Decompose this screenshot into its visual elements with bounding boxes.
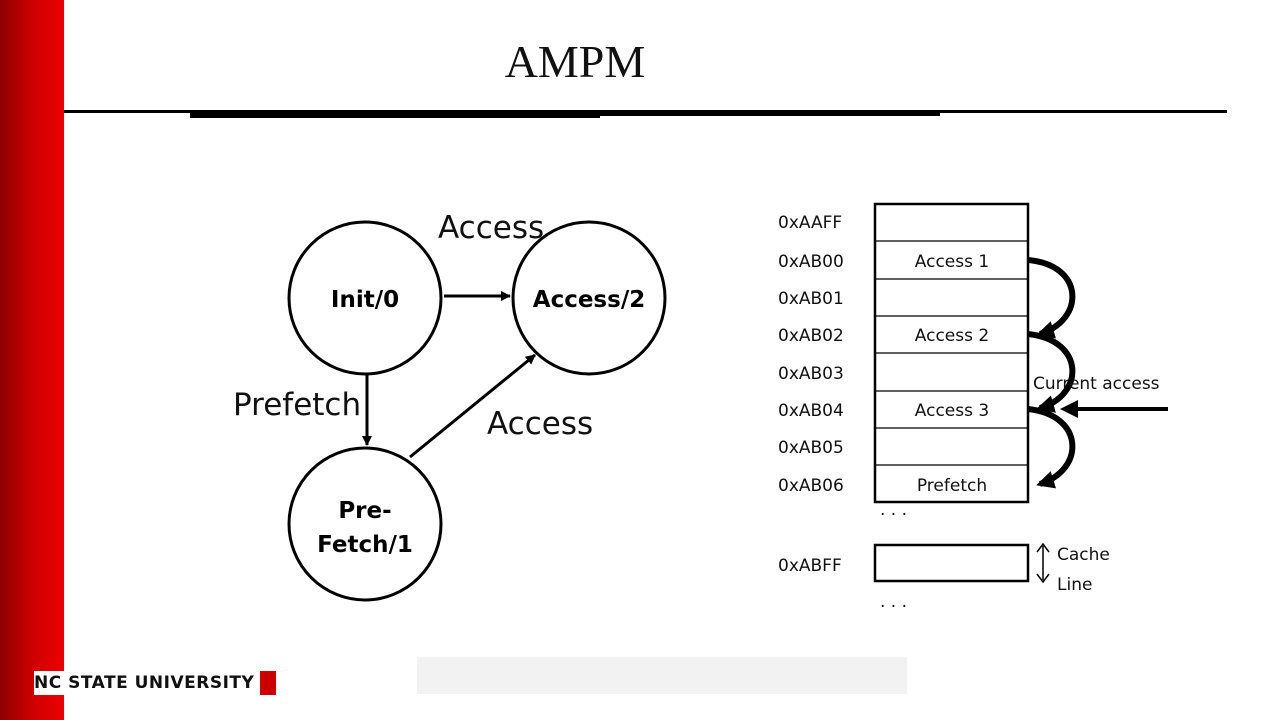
state-access-label: Access/2	[533, 287, 645, 313]
memory-cell-label: Prefetch	[917, 476, 987, 496]
state-init-circle	[287, 220, 443, 376]
state-access-circle	[511, 220, 667, 376]
edge-label-prefetch: Prefetch	[233, 387, 361, 423]
ellipsis-upper: . . .	[880, 500, 907, 520]
state-machine: Init/0 Access/2 Pre- Fetch/1 Access Pref…	[233, 210, 667, 602]
cache-line-label-1: Cache	[1057, 545, 1110, 565]
curved-arrow-1-to-2	[1027, 257, 1076, 339]
memory-cell-label: Access 3	[915, 401, 989, 421]
edge-prefetch-to-access	[409, 353, 536, 459]
stride-arrows	[1027, 257, 1076, 489]
university-logo-text: NC STATE UNIVERSITY	[34, 671, 261, 695]
state-init-label: Init/0	[331, 287, 399, 313]
university-logo-accent	[260, 671, 277, 695]
cache-line-indicator: Cache Line	[1036, 542, 1110, 595]
address-label: 0xAAFF	[778, 213, 842, 233]
memory-cell-label: Access 1	[915, 252, 989, 272]
cache-line-arrow-down-icon	[1036, 573, 1050, 584]
cache-line-arrow-up-icon	[1036, 542, 1050, 553]
address-label: 0xAB00	[778, 252, 844, 272]
memory-last-cell	[873, 543, 1030, 583]
current-access-label: Current access	[1033, 374, 1160, 394]
curved-arrow-2-to-3	[1027, 331, 1076, 413]
address-label: 0xAB04	[778, 401, 844, 421]
address-label: 0xAB03	[778, 364, 844, 384]
university-logo: NC STATE UNIVERSITY	[34, 671, 277, 695]
title-rule-mid	[600, 112, 940, 116]
edge-label-access-top: Access	[438, 210, 544, 246]
current-access-pointer: Current access	[1033, 374, 1168, 418]
red-sidebar	[0, 0, 64, 720]
address-label-last: 0xABFF	[778, 556, 842, 576]
slide-title: AMPM	[504, 36, 646, 87]
title-rule	[64, 110, 1227, 113]
title-rule-thick	[190, 112, 600, 118]
memory-table: 0xAAFF 0xAB00 0xAB01 0xAB02 0xAB03 0xAB0…	[778, 202, 1030, 612]
state-prefetch-circle	[287, 446, 443, 602]
address-label: 0xAB05	[778, 438, 844, 458]
ellipsis-lower: . . .	[880, 592, 907, 612]
curved-arrow-3-to-prefetch	[1027, 406, 1076, 489]
address-label: 0xAB01	[778, 289, 844, 309]
address-label: 0xAB02	[778, 326, 844, 346]
address-label: 0xAB06	[778, 476, 844, 496]
state-prefetch-label-line1: Pre-	[338, 498, 391, 524]
footer-placeholder-bar	[417, 657, 907, 694]
edge-label-access-bottom: Access	[487, 406, 593, 442]
state-prefetch-label-line2: Fetch/1	[317, 532, 413, 558]
cache-line-label-2: Line	[1057, 575, 1092, 595]
memory-cell-label: Access 2	[915, 326, 989, 346]
